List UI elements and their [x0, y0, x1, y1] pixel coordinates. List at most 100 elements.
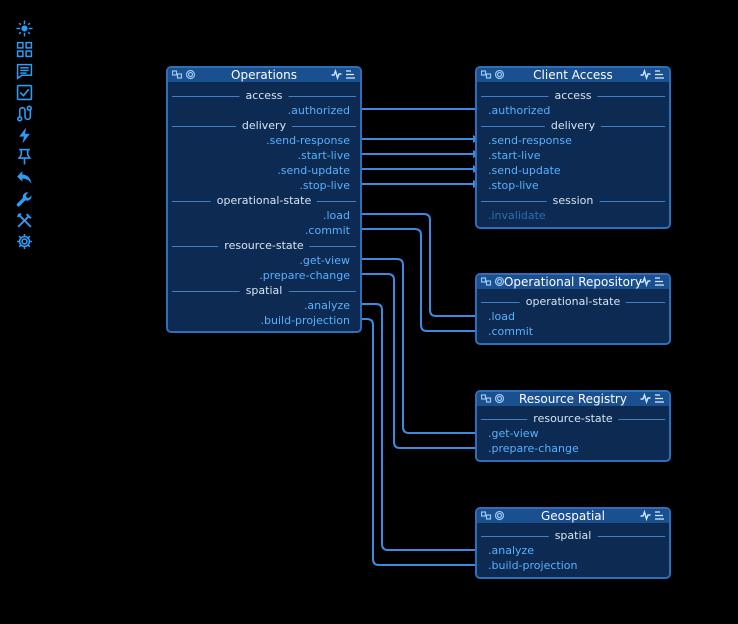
tools-icon	[16, 212, 32, 228]
list-button[interactable]	[14, 61, 34, 82]
node-header[interactable]: Resource Registry	[477, 392, 669, 406]
port-send-response[interactable]: .send-response	[488, 134, 572, 147]
menu-icon[interactable]	[654, 393, 665, 404]
tools-button[interactable]	[14, 210, 34, 231]
settings-icon[interactable]	[494, 510, 505, 521]
node-title: Geospatial	[541, 509, 605, 523]
undo-button[interactable]	[14, 167, 34, 188]
lightning-button[interactable]	[14, 124, 34, 145]
checkbox-button[interactable]	[14, 82, 34, 103]
wrench-button[interactable]	[14, 188, 34, 209]
port-load[interactable]: .load	[322, 209, 350, 222]
activity-icon[interactable]	[640, 69, 651, 80]
port-commit[interactable]: .commit	[304, 224, 350, 237]
activity-icon[interactable]	[640, 393, 651, 404]
section-spatial: spatial	[477, 529, 669, 543]
port-build-projection[interactable]: .build-projection	[260, 314, 350, 327]
port-prepare-change[interactable]: .prepare-change	[488, 442, 579, 455]
node-geospatial[interactable]: Geospatial spatial .analyze .build-proje…	[475, 507, 671, 579]
settings-icon[interactable]	[494, 393, 505, 404]
wire-prepare-change	[347, 273, 482, 452]
node-header[interactable]: Client Access	[477, 68, 669, 82]
section-resource-state: resource-state	[477, 412, 669, 426]
activity-icon[interactable]	[640, 510, 651, 521]
port-start-live[interactable]: .start-live	[297, 149, 350, 162]
section-access: access	[168, 89, 360, 103]
section-label: access	[548, 89, 598, 103]
node-header[interactable]: Operations	[168, 68, 360, 82]
pin-icon	[17, 148, 31, 165]
wire-get-view	[347, 258, 482, 437]
node-title: Client Access	[533, 68, 613, 82]
node-resource-registry[interactable]: Resource Registry resource-state .get-vi…	[475, 390, 671, 462]
port-get-view[interactable]: .get-view	[488, 427, 539, 440]
port-authorized[interactable]: .authorized	[287, 104, 350, 117]
port-analyze[interactable]: .analyze	[303, 299, 350, 312]
section-label: access	[239, 89, 289, 103]
menu-icon[interactable]	[654, 276, 665, 287]
route-icon	[16, 105, 32, 122]
menu-icon[interactable]	[654, 69, 665, 80]
grid-icon	[16, 42, 32, 58]
port-authorized[interactable]: .authorized	[488, 104, 551, 117]
route-button[interactable]	[14, 103, 34, 124]
node-client-access[interactable]: Client Access access .authorized deliver…	[475, 66, 671, 229]
port-send-response[interactable]: .send-response	[266, 134, 350, 147]
wire-analyze	[347, 303, 482, 554]
section-label: spatial	[239, 284, 289, 298]
port-stop-live[interactable]: .stop-live	[488, 179, 539, 192]
collapse-icon[interactable]	[481, 276, 492, 287]
node-header[interactable]: Geospatial	[477, 509, 669, 523]
collapse-icon[interactable]	[172, 69, 183, 80]
port-start-live[interactable]: .start-live	[488, 149, 541, 162]
port-load[interactable]: .load	[488, 310, 516, 323]
pin-button[interactable]	[14, 146, 34, 167]
section-label: session	[546, 194, 600, 208]
section-label: resource-state	[527, 412, 619, 426]
section-session: session	[477, 194, 669, 208]
port-commit[interactable]: .commit	[488, 325, 534, 338]
settings-icon[interactable]	[494, 276, 505, 287]
section-operational-state: operational-state	[477, 295, 669, 309]
activity-icon[interactable]	[331, 69, 342, 80]
menu-icon[interactable]	[345, 69, 356, 80]
settings-icon[interactable]	[494, 69, 505, 80]
activity-icon[interactable]	[640, 276, 651, 287]
wrench-icon	[16, 191, 31, 207]
port-prepare-change[interactable]: .prepare-change	[259, 269, 350, 282]
menu-icon[interactable]	[654, 510, 665, 521]
collapse-icon[interactable]	[481, 69, 492, 80]
list-icon	[16, 63, 32, 80]
node-title: Operational Repository	[503, 275, 643, 289]
section-label: delivery	[235, 119, 293, 133]
collapse-icon[interactable]	[481, 393, 492, 404]
grid-button[interactable]	[14, 39, 34, 60]
wire-build-projection	[347, 318, 482, 569]
port-send-update[interactable]: .send-update	[277, 164, 350, 177]
wire-commit	[347, 228, 482, 335]
lightning-icon	[18, 127, 30, 144]
settings-icon[interactable]	[185, 69, 196, 80]
section-spatial: spatial	[168, 284, 360, 298]
port-invalidate[interactable]: .invalidate	[488, 209, 546, 222]
port-stop-live[interactable]: .stop-live	[299, 179, 350, 192]
collapse-icon[interactable]	[481, 510, 492, 521]
port-build-projection[interactable]: .build-projection	[488, 559, 578, 572]
node-operations[interactable]: Operations access .authorized delivery .…	[166, 66, 362, 333]
port-send-update[interactable]: .send-update	[488, 164, 561, 177]
section-delivery: delivery	[477, 119, 669, 133]
crosshair-icon	[16, 20, 32, 37]
crosshair-button[interactable]	[14, 18, 34, 39]
gear-icon	[16, 234, 32, 250]
port-get-view[interactable]: .get-view	[299, 254, 350, 267]
toolbar	[14, 18, 34, 252]
node-header[interactable]: Operational Repository	[477, 275, 669, 289]
section-label: resource-state	[218, 239, 310, 253]
node-operational-repository[interactable]: Operational Repository operational-state…	[475, 273, 671, 345]
undo-icon	[16, 171, 31, 185]
gear-button[interactable]	[14, 231, 34, 252]
section-resource-state: resource-state	[168, 239, 360, 253]
port-analyze[interactable]: .analyze	[488, 544, 535, 557]
section-label: operational-state	[519, 295, 627, 309]
